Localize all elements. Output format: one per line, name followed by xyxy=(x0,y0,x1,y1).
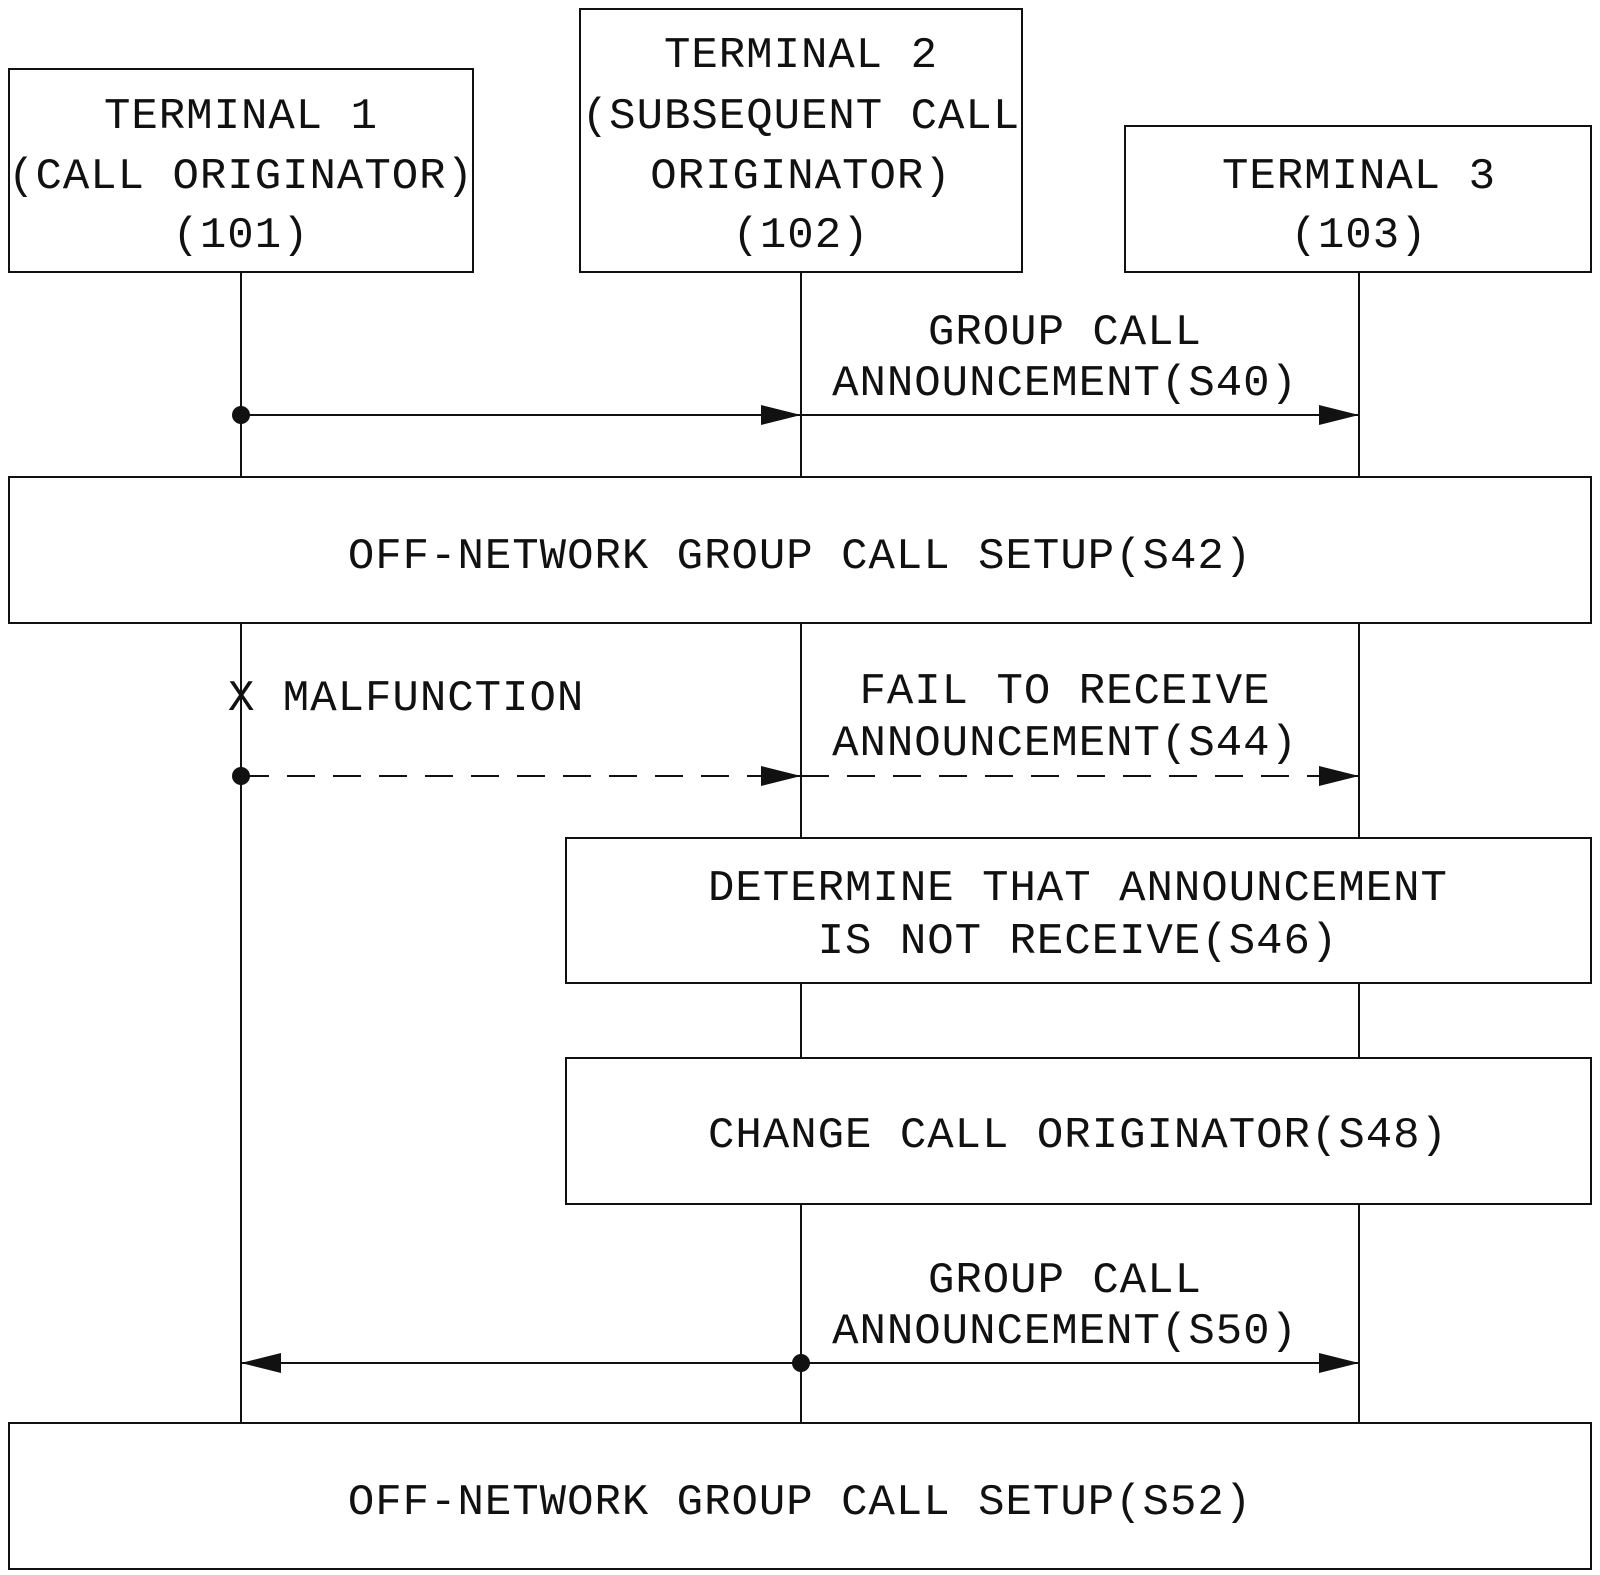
participant-label: TERMINAL 1 xyxy=(104,92,378,142)
step-s42: OFF-NETWORK GROUP CALL SETUP(S42) xyxy=(9,477,1591,623)
origin-dot xyxy=(232,406,250,424)
step-s48: CHANGE CALL ORIGINATOR(S48) xyxy=(566,1058,1591,1204)
step-label: OFF-NETWORK GROUP CALL SETUP(S42) xyxy=(348,532,1252,582)
participant-terminal-3: TERMINAL 3 (103) xyxy=(1125,126,1591,272)
message-s40: GROUP CALL ANNOUNCEMENT(S40) xyxy=(232,308,1359,424)
message-label: GROUP CALL xyxy=(928,1256,1202,1306)
malfunction-label: X MALFUNCTION xyxy=(228,674,584,724)
origin-dot xyxy=(232,767,250,785)
message-label: ANNOUNCEMENT(S40) xyxy=(832,359,1298,409)
step-label: IS NOT RECEIVE(S46) xyxy=(818,917,1339,967)
participant-label: ORIGINATOR) xyxy=(650,152,951,202)
participant-terminal-1: TERMINAL 1 (CALL ORIGINATOR) (101) xyxy=(8,69,474,272)
participant-terminal-2: TERMINAL 2 (SUBSEQUENT CALL ORIGINATOR) … xyxy=(580,9,1022,272)
step-s46: DETERMINE THAT ANNOUNCEMENT IS NOT RECEI… xyxy=(566,838,1591,983)
participant-label: TERMINAL 2 xyxy=(664,31,938,81)
step-s52: OFF-NETWORK GROUP CALL SETUP(S52) xyxy=(9,1423,1591,1569)
step-label: CHANGE CALL ORIGINATOR(S48) xyxy=(708,1111,1448,1161)
participant-label: (CALL ORIGINATOR) xyxy=(8,152,474,202)
step-label: OFF-NETWORK GROUP CALL SETUP(S52) xyxy=(348,1478,1252,1528)
step-label: DETERMINE THAT ANNOUNCEMENT xyxy=(708,864,1448,914)
participant-label: (102) xyxy=(732,211,869,261)
origin-dot xyxy=(792,1354,810,1372)
message-label: ANNOUNCEMENT(S44) xyxy=(832,719,1298,769)
message-label: FAIL TO RECEIVE xyxy=(859,667,1270,717)
participant-label: (101) xyxy=(172,211,309,261)
participant-label: (103) xyxy=(1290,211,1427,261)
participant-label: (SUBSEQUENT CALL xyxy=(582,92,1020,142)
message-label: GROUP CALL xyxy=(928,308,1202,358)
participant-label: TERMINAL 3 xyxy=(1222,152,1496,202)
message-label: ANNOUNCEMENT(S50) xyxy=(832,1307,1298,1357)
